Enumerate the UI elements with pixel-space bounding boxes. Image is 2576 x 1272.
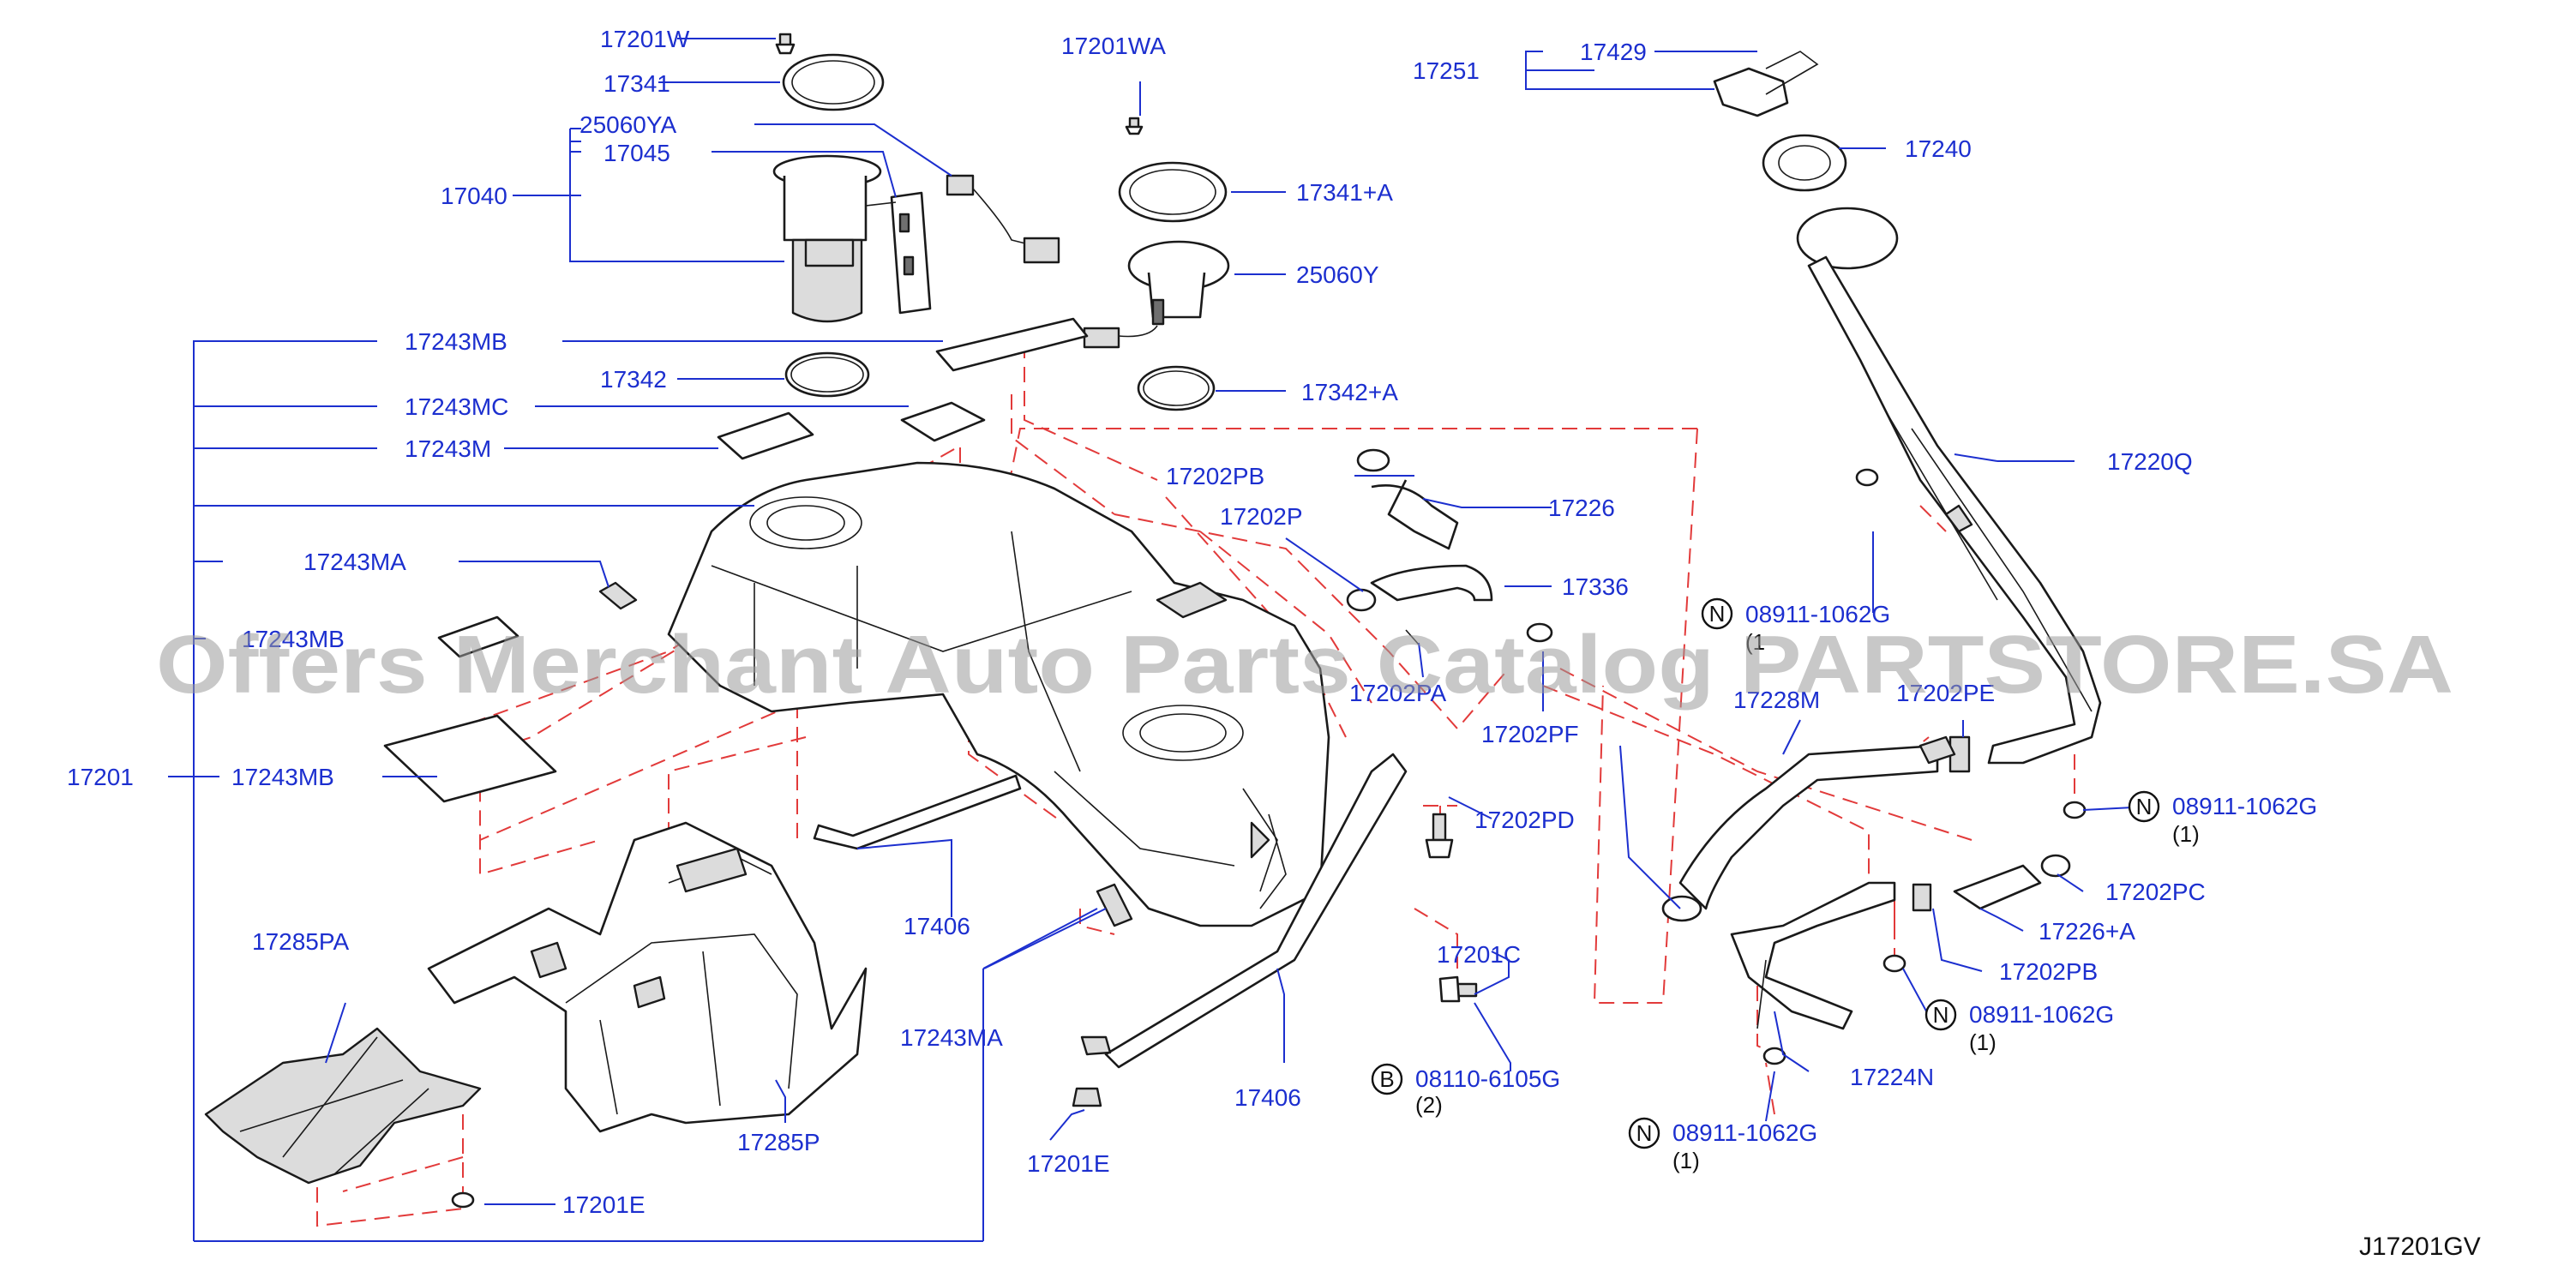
o-ring-17342-drawing <box>784 351 870 398</box>
label-25060ya: 25060YA <box>579 111 676 138</box>
label-17336: 17336 <box>1562 573 1629 600</box>
label-17285p: 17285P <box>737 1129 820 1155</box>
label-17285pa: 17285PA <box>252 928 349 955</box>
insulator-pads-drawing <box>383 317 1133 927</box>
callout-symbols: N N N N B <box>1371 597 2160 1149</box>
callout-qty-5: (2) <box>1415 1092 1443 1118</box>
label-17243mc: 17243MC <box>405 393 508 420</box>
label-17406-right: 17406 <box>1234 1084 1301 1111</box>
fuel-tank-drawing <box>667 461 1330 927</box>
label-17243mb-top: 17243MB <box>405 328 507 355</box>
label-17243m: 17243M <box>405 435 491 462</box>
label-17202pf: 17202PF <box>1481 721 1579 747</box>
label-17202pc: 17202PC <box>2105 879 2206 905</box>
label-17201w: 17201W <box>600 26 690 52</box>
part-labels: 17201W 17341 25060YA 17045 17040 17201WA… <box>67 26 2206 1218</box>
fuel-hoses-drawing <box>1346 448 2087 1065</box>
label-17243ma-bottom: 17243MA <box>900 1024 1003 1051</box>
label-17406-left: 17406 <box>904 913 970 939</box>
callout-qty-3: (1) <box>1969 1029 1997 1055</box>
label-17201c: 17201C <box>1437 941 1521 968</box>
callout-qty-4: (1) <box>1672 1148 1700 1173</box>
label-17251: 17251 <box>1413 57 1480 84</box>
label-17201e-left: 17201E <box>562 1191 646 1218</box>
label-25060y: 25060Y <box>1296 261 1379 288</box>
callout-qty-1: (1 <box>1745 629 1765 655</box>
callout-part-5: 08110-6105G <box>1415 1065 1560 1092</box>
sender-unit-25060y-drawing <box>1083 240 1230 349</box>
callout-symbol-2: N <box>2136 794 2153 819</box>
leader-lines <box>168 38 2134 1242</box>
filler-neck-17220q-drawing <box>1713 51 2102 765</box>
label-17224n: 17224N <box>1850 1064 1934 1090</box>
fuel-pump-assembly-drawing <box>772 154 1060 323</box>
label-17342: 17342 <box>600 366 667 393</box>
callout-part-4: 08911-1062G <box>1672 1119 1817 1146</box>
label-17240: 17240 <box>1905 135 1972 162</box>
label-17429: 17429 <box>1580 39 1647 65</box>
gasket-ring-17341a-drawing <box>1118 161 1228 223</box>
bolt-17201wa-drawing <box>1125 117 1144 135</box>
label-17202pa: 17202PA <box>1349 680 1446 706</box>
tank-bolts-drawing <box>451 813 1478 1209</box>
label-17342a: 17342+A <box>1301 379 1398 405</box>
callout-symbol-4: N <box>1636 1120 1653 1146</box>
label-17220q: 17220Q <box>2107 448 2193 475</box>
watermark-text: Offers Merchant Auto Parts Catalog PARTS… <box>156 619 2453 711</box>
label-17040: 17040 <box>441 183 507 209</box>
label-17341a: 17341+A <box>1296 179 1393 206</box>
diagram-code: J17201GV <box>2359 1233 2481 1261</box>
label-17201: 17201 <box>67 764 134 790</box>
label-17226: 17226 <box>1548 495 1615 521</box>
label-17228m: 17228M <box>1733 687 1820 713</box>
callout-symbol-5: B <box>1379 1066 1394 1092</box>
bolt-17201w-drawing <box>775 33 796 55</box>
callout-part-2: 08911-1062G <box>2172 793 2317 819</box>
label-17201wa: 17201WA <box>1061 33 1166 59</box>
heat-shield-17285p-drawing <box>427 821 868 1133</box>
callout-symbol-1: N <box>1709 601 1726 627</box>
label-17202pe: 17202PE <box>1896 680 1995 706</box>
label-17226a: 17226+A <box>2039 918 2135 945</box>
gasket-ring-17341-drawing <box>782 53 885 111</box>
label-17243mb-bottom: 17243MB <box>231 764 334 790</box>
callout-symbol-3: N <box>1933 1002 1949 1028</box>
label-17243mb-mid: 17243MB <box>242 626 345 652</box>
callout-qty-2: (1) <box>2172 821 2200 847</box>
label-17201e-bottom: 17201E <box>1027 1150 1110 1177</box>
callout-texts: 08911-1062G (1 08911-1062G (1) 08911-106… <box>1415 601 2317 1173</box>
o-ring-17342a-drawing <box>1137 365 1216 411</box>
label-17202pb-bottom: 17202PB <box>1999 958 2098 985</box>
label-17243ma-left: 17243MA <box>303 549 406 575</box>
callout-part-3: 08911-1062G <box>1969 1001 2114 1028</box>
label-17202pd: 17202PD <box>1474 807 1575 833</box>
label-17045: 17045 <box>603 140 670 166</box>
label-17341: 17341 <box>603 70 670 97</box>
heat-shield-17285pa-drawing <box>204 1027 482 1185</box>
label-17202p: 17202P <box>1220 503 1303 530</box>
label-17202pb-top: 17202PB <box>1166 463 1264 489</box>
callout-part-1: 08911-1062G <box>1745 601 1890 627</box>
